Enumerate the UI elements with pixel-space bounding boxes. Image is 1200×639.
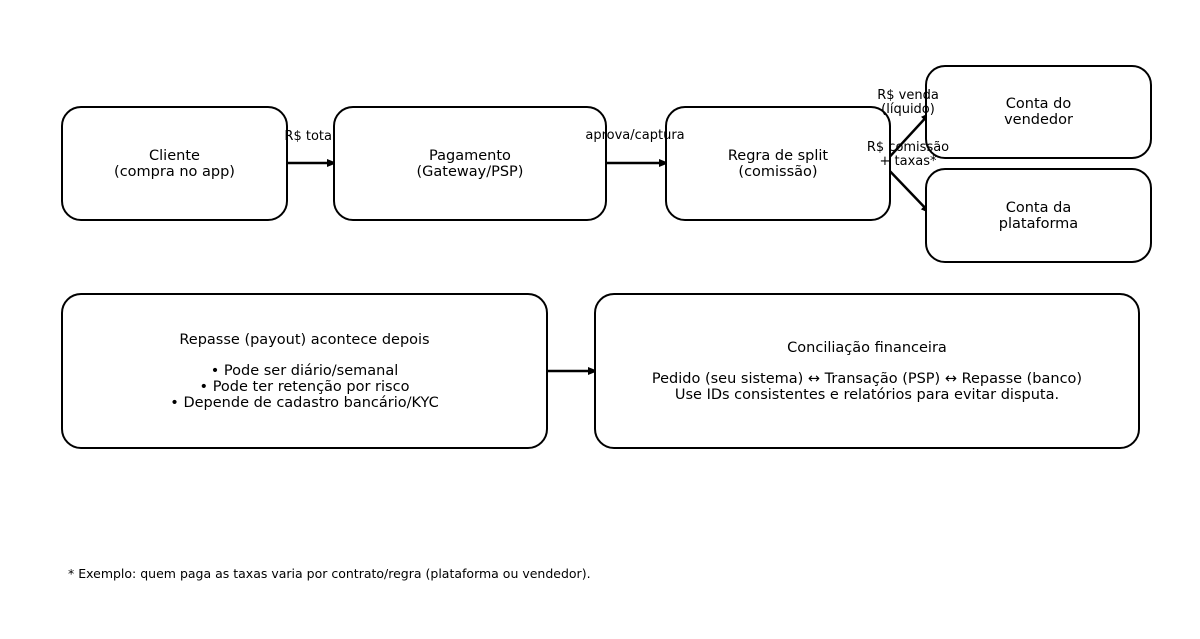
node-split-line-1: Regra de split [727,147,829,164]
edge-label-r-venda-line-2: (líquido) [881,102,935,117]
footnote: * Exemplo: quem paga as taxas varia por … [68,566,591,581]
node-conciliacao-line-1: Pedido (seu sistema) ↔ Transação (PSP) ↔… [651,370,1083,387]
node-repasse-bullet-2: • Pode ter retenção por risco [199,378,410,395]
node-repasse-bullet-3: • Depende de cadastro bancário/KYC [170,394,439,411]
node-repasse-title: Repasse (payout) acontece depois [179,331,430,348]
edge-label-r-total: R$ total [284,130,335,144]
node-conciliacao-title: Conciliação financeira [787,339,947,356]
node-conta-vendedor: Conta do vendedor [925,65,1152,159]
node-vendedor-line-2: vendedor [1004,112,1073,128]
edge-label-r-comissao: R$ comissão + taxas* [867,141,949,169]
node-cliente-line-2: (compra no app) [114,163,235,180]
node-pagamento: Pagamento (Gateway/PSP) [333,106,607,221]
node-conciliacao-line-2: Use IDs consistentes e relatórios para e… [674,386,1060,403]
node-repasse: Repasse (payout) acontece depois • Pode … [61,293,548,449]
node-split-line-2: (comissão) [738,163,818,180]
edge-label-r-comissao-line-1: R$ comissão [866,140,950,155]
edge-label-r-comissao-line-2: + taxas* [879,154,937,169]
edge-label-r-venda-line-1: R$ venda [877,88,939,103]
node-regra-split: Regra de split (comissão) [665,106,891,221]
node-plataforma-line-2: plataforma [998,215,1079,232]
arrow-split-to-plataforma [883,164,931,214]
node-plataforma-line-1: Conta da [1005,199,1072,216]
node-cliente-line-1: Cliente [149,147,200,164]
edge-label-r-venda: R$ venda (líquido) [877,89,939,117]
node-conta-plataforma: Conta da plataforma [925,168,1152,263]
node-repasse-bullet-1: • Pode ser diário/semanal [210,362,399,379]
edge-label-r-total-text: R$ total [284,129,336,144]
edge-label-aprova-captura-text: aprova/captura [585,128,685,143]
edge-label-aprova-captura: aprova/captura [585,129,684,143]
node-pagamento-line-1: Pagamento [429,147,511,164]
node-cliente: Cliente (compra no app) [61,106,288,221]
node-pagamento-line-2: (Gateway/PSP) [416,163,524,180]
arrow-split-to-vendedor [883,112,931,164]
node-conciliacao: Conciliação financeira Pedido (seu siste… [594,293,1140,449]
node-vendedor-line-1: Conta do [1005,96,1072,112]
